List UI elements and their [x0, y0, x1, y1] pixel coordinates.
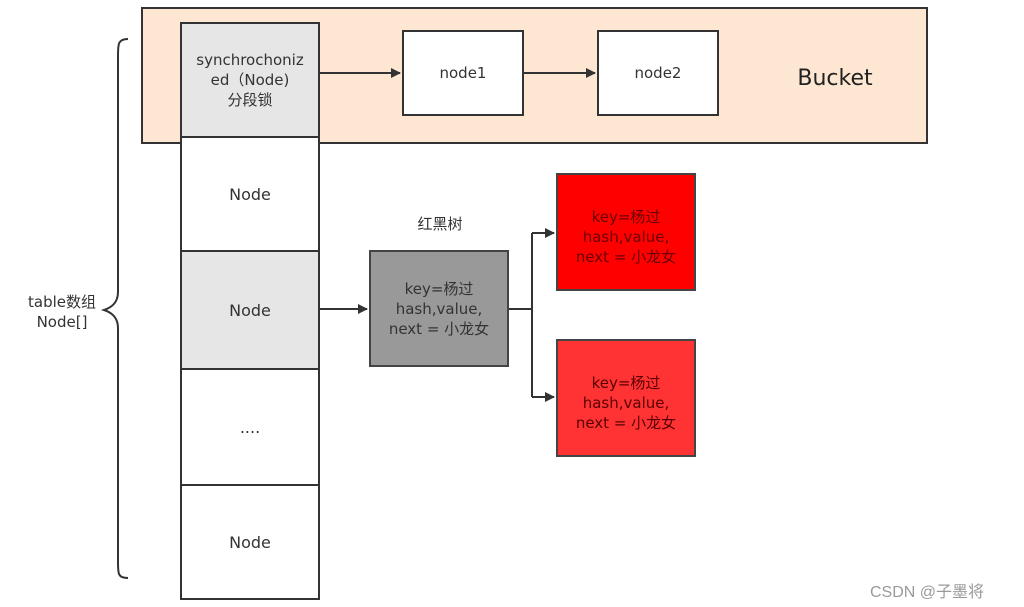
root-next: next = 小龙女	[388, 319, 490, 338]
lock-text-line3: 分段锁	[227, 91, 273, 109]
table-cell-ellipsis: ....	[180, 368, 320, 486]
tree-branch-connector	[509, 233, 533, 397]
linked-node-2-label: node2	[634, 64, 682, 82]
table-label-line2: Node[]	[36, 313, 88, 331]
child1-next: next = 小龙女	[575, 248, 677, 266]
linked-node-1-label: node1	[439, 64, 487, 82]
table-brace	[100, 38, 129, 579]
table-cell-label: Node	[229, 532, 271, 552]
lock-text-line2: ed（Node)	[210, 71, 290, 89]
table-cell-node-4: Node	[180, 484, 320, 600]
tree-child-node-2: key=杨过 hash,value, next = 小龙女	[556, 339, 696, 457]
red-black-tree-label: 红黑树	[417, 214, 463, 233]
table-cell-node-2: Node	[180, 250, 320, 370]
root-key: key=杨过	[404, 279, 474, 298]
linked-node-1: node1	[402, 30, 524, 116]
child2-key: key=杨过	[591, 374, 661, 392]
table-cell-label: ....	[239, 417, 261, 437]
tree-child-node-1: key=杨过 hash,value, next = 小龙女	[556, 173, 696, 291]
tree-root-node: key=杨过 hash,value, next = 小龙女	[369, 250, 509, 367]
child2-next: next = 小龙女	[575, 414, 677, 432]
table-array-label: table数组 Node[]	[14, 290, 110, 334]
child1-key: key=杨过	[591, 208, 661, 226]
child1-hash-value: hash,value,	[582, 228, 670, 246]
table-cell-label: Node	[229, 184, 271, 204]
linked-node-2: node2	[597, 30, 719, 116]
table-cell-label: Node	[229, 300, 271, 320]
watermark: CSDN @子墨将	[870, 584, 985, 601]
lock-segment-cell: synchrochoniz ed（Node) 分段锁	[180, 22, 320, 138]
table-label-line1: table数组	[28, 293, 96, 311]
bucket-label: Bucket	[797, 65, 873, 91]
child2-hash-value: hash,value,	[582, 394, 670, 412]
root-hash-value: hash,value,	[395, 299, 483, 318]
lock-text-line1: synchrochoniz	[196, 51, 304, 69]
